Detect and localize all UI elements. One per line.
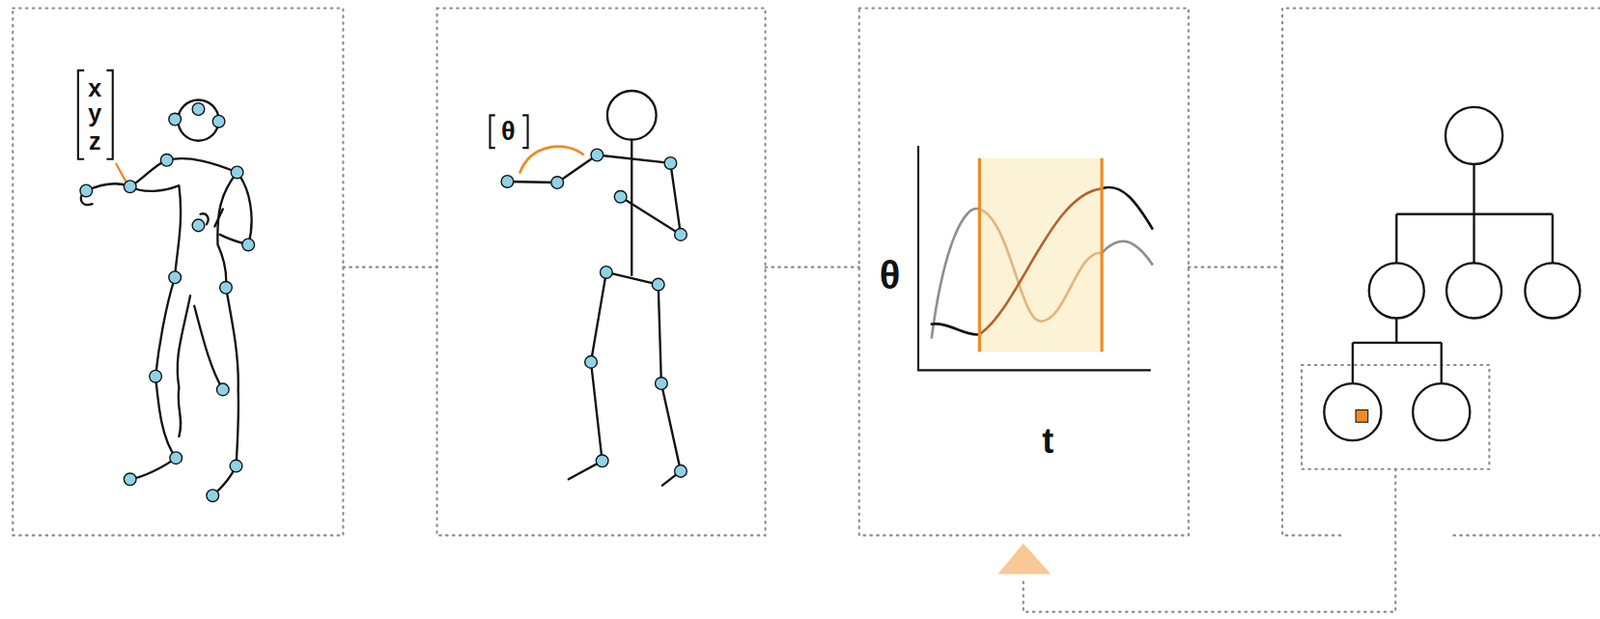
plot-axes — [918, 145, 1151, 370]
dotted-frames — [12, 7, 1600, 612]
feedback-arrowhead — [997, 543, 1051, 575]
tree — [1323, 107, 1580, 441]
marker-figure — [81, 99, 253, 496]
symbol-label: z — [88, 128, 102, 153]
angle-axis-label: θ — [879, 255, 901, 295]
window-band — [979, 158, 1102, 353]
symbol-label: y — [87, 101, 102, 126]
leader-tick — [115, 163, 128, 184]
selected-marker — [1355, 410, 1369, 423]
vector-bracket — [78, 70, 113, 160]
symbol-label: θ — [501, 118, 516, 145]
time-axis-label: t — [1041, 423, 1054, 459]
skeleton — [506, 90, 681, 486]
symbol-label: x — [87, 75, 102, 100]
window-lines — [979, 158, 1102, 353]
joint-dots — [501, 148, 687, 478]
marker-dots — [80, 103, 255, 503]
angle-bracket — [489, 114, 528, 148]
angle-arc — [519, 146, 585, 174]
